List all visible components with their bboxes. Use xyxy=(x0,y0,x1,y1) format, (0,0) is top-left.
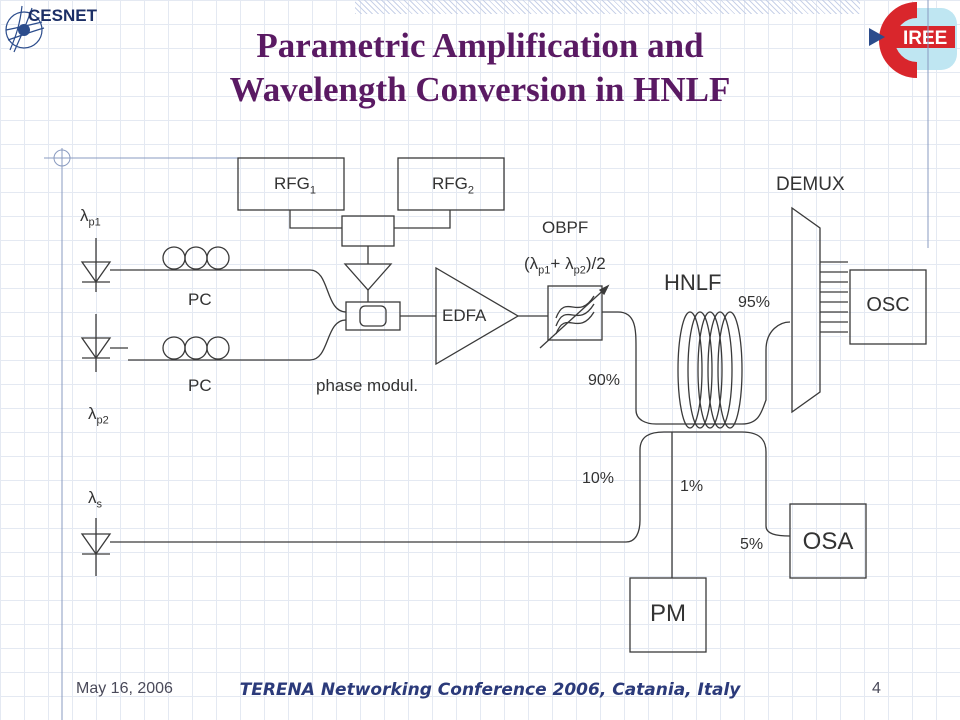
pct-1-label: 1% xyxy=(680,478,704,495)
pm-label: PM xyxy=(650,600,686,627)
lambda-s-label: λs xyxy=(88,488,102,511)
pm-box xyxy=(629,577,707,653)
phase-modul-label: phase modul. xyxy=(316,376,419,395)
laser-diode-p1 xyxy=(80,238,128,292)
rfg1-box xyxy=(237,157,345,211)
cesnet-logo-text: CESNET xyxy=(28,6,98,25)
pc-bottom-label: PC xyxy=(188,376,212,395)
cesnet-logo: CESNET xyxy=(2,0,132,60)
pc-top-label: PC xyxy=(188,290,212,309)
lambda-p1-label: λp1 xyxy=(80,206,101,229)
title-line-2: Wavelength Conversion in HNLF xyxy=(229,70,731,109)
lambda-p2-label: λp2 xyxy=(88,404,109,427)
demux-block xyxy=(791,206,848,414)
rfg2-box xyxy=(397,157,505,211)
rfg2-feed-line xyxy=(394,210,451,229)
osa-branch-line xyxy=(700,431,791,537)
title-line-1: Parametric Amplification and xyxy=(256,26,704,65)
rfg2-label: RFG2 xyxy=(432,174,475,197)
footer-page-number: 4 xyxy=(872,680,881,697)
header-hatch-band xyxy=(355,0,860,14)
pct-95-label: 95% xyxy=(738,294,771,311)
iree-logo: IREE xyxy=(855,2,960,78)
laser-diode-p2 xyxy=(80,314,128,372)
hnlf-fiber-coil xyxy=(677,311,743,429)
osa-label: OSA xyxy=(802,528,854,555)
osc-label: OSC xyxy=(866,294,910,316)
pct-10-label: 10% xyxy=(582,470,615,487)
polarization-controller-bottom xyxy=(128,336,310,361)
footer-conference: TERENA Networking Conference 2006, Catan… xyxy=(239,680,741,700)
footer-date: May 16, 2006 xyxy=(76,680,173,697)
rf-combiner-box xyxy=(341,215,395,247)
hnlf-output-coupler xyxy=(700,321,791,425)
rf-driver-amplifier xyxy=(343,263,393,291)
signal-input-line xyxy=(128,431,700,543)
obpf-formula-label: (λp1+ λp2)/2 xyxy=(524,254,606,277)
edfa-amplifier xyxy=(435,266,520,366)
pct-5-label: 5% xyxy=(740,536,764,553)
rfg1-label: RFG1 xyxy=(274,174,317,197)
pump-coupler xyxy=(309,269,347,361)
edfa-label: EDFA xyxy=(442,306,487,325)
obpf-filter xyxy=(539,284,610,349)
osa-box xyxy=(789,503,867,579)
pct-90-label: 90% xyxy=(588,372,621,389)
rfg1-feed-line xyxy=(289,210,342,229)
phase-modulator-core xyxy=(359,305,387,327)
laser-diode-s xyxy=(80,518,128,576)
demux-label: DEMUX xyxy=(776,174,845,195)
crosshair-mark-left xyxy=(44,148,300,720)
slide-title: Parametric Amplification and Wavelength … xyxy=(110,24,850,112)
polarization-controller-top xyxy=(128,246,310,271)
hnlf-label: HNLF xyxy=(664,270,722,295)
obpf-output-line xyxy=(602,311,700,425)
iree-logo-text: IREE xyxy=(903,28,947,49)
osc-box xyxy=(849,269,927,345)
obpf-label: OBPF xyxy=(542,218,589,237)
